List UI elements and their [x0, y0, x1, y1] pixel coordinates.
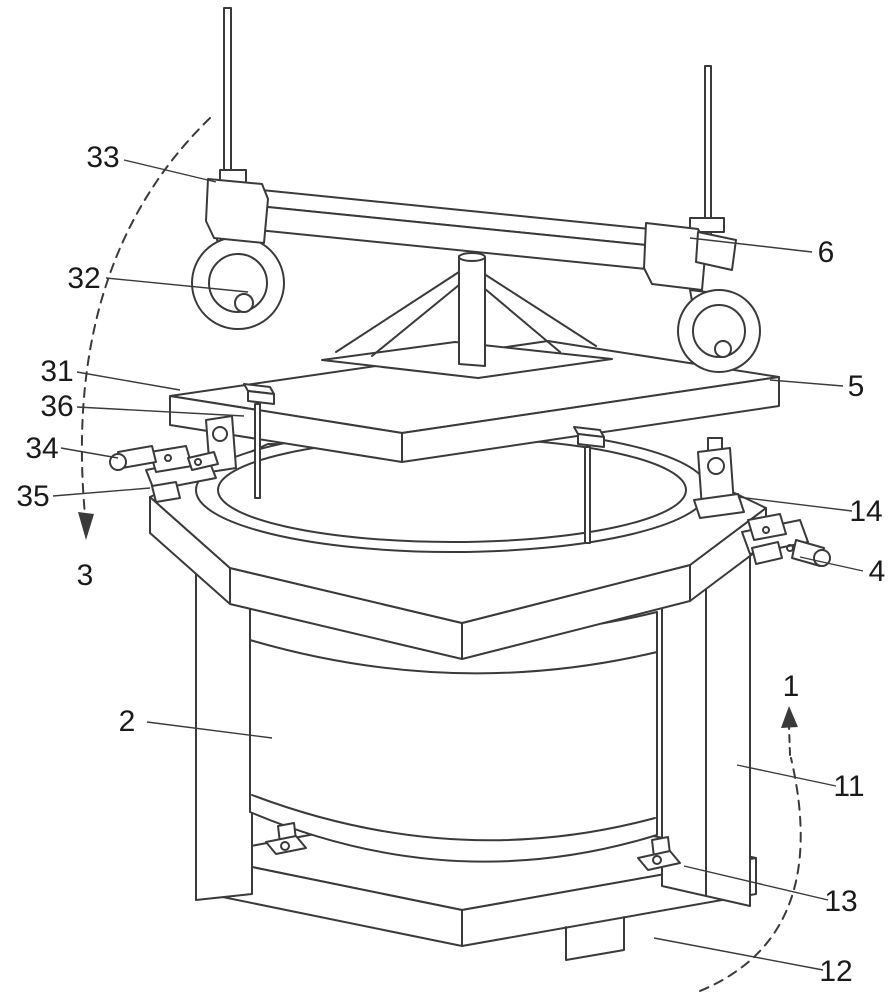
leader-lines [52, 159, 864, 971]
ref-label-5: 5 [848, 370, 865, 403]
ref-label-36: 36 [40, 390, 73, 423]
arrow-1-head [781, 706, 798, 728]
hanger-discs [191, 235, 761, 373]
leader-4 [799, 556, 864, 572]
ref-label-31: 31 [40, 355, 73, 388]
leader-36 [76, 406, 245, 417]
ref-label-4: 4 [869, 555, 886, 588]
lifting-beam [205, 169, 737, 291]
center-column-truss [335, 252, 597, 367]
leader-13 [683, 865, 829, 901]
ref-label-3: 3 [77, 559, 94, 592]
assembly-drawing [78, 7, 831, 992]
ref-label-35: 35 [16, 480, 49, 513]
leader-5 [769, 379, 844, 387]
outer-frame [195, 507, 751, 907]
leader-11 [736, 764, 837, 787]
ref-label-12: 12 [819, 955, 852, 988]
ref-label-2: 2 [119, 705, 136, 738]
reference-arrows [78, 117, 802, 992]
ref-label-11: 11 [833, 770, 864, 803]
clamp-collar-ring [149, 427, 767, 660]
ref-label-34: 34 [25, 432, 58, 465]
ref-label-33: 33 [86, 141, 119, 174]
leader-12 [653, 937, 824, 971]
locating-pins [243, 383, 605, 544]
right-hanger-bracket [693, 437, 745, 519]
leader-35 [52, 487, 151, 497]
leader-31 [76, 371, 181, 391]
vessel-body [249, 599, 658, 863]
leader-33 [123, 159, 217, 183]
ref-label-14: 14 [849, 495, 882, 528]
ref-label-6: 6 [818, 236, 835, 269]
leader-14 [737, 496, 853, 512]
arrow-3-head [78, 512, 94, 540]
ref-label-1: 1 [783, 670, 800, 703]
right-toggle-clamp [741, 513, 831, 567]
reference-labels: 33 32 31 36 34 35 3 2 6 5 14 4 1 11 13 1… [16, 141, 885, 988]
leader-6 [689, 237, 813, 253]
ref-label-13: 13 [824, 885, 857, 918]
leader-32 [105, 277, 249, 293]
leader-34 [60, 447, 119, 459]
hold-down-feet [265, 822, 681, 871]
leader-2 [146, 721, 273, 739]
ref-label-32: 32 [67, 262, 100, 295]
